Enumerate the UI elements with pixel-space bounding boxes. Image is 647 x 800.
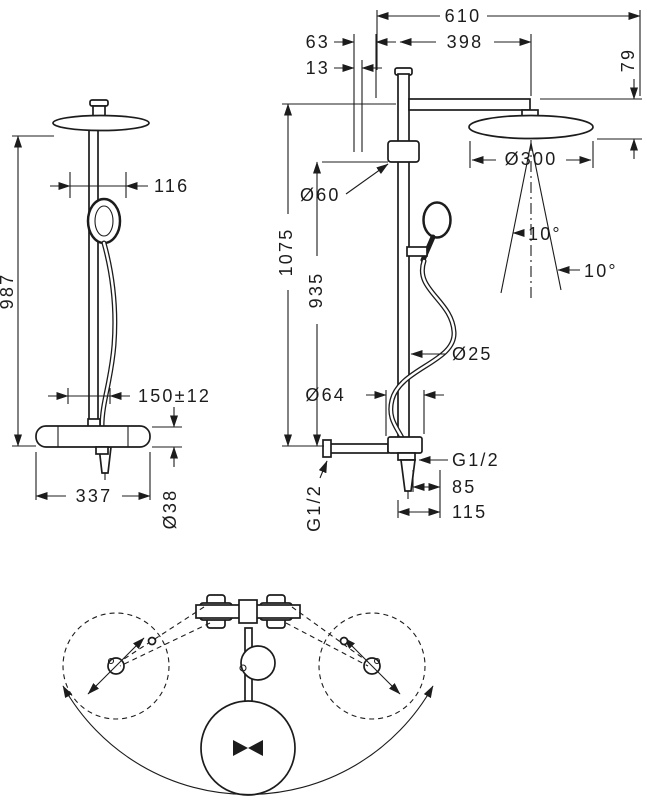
dim-valve-diameter-label: Ø38 — [160, 489, 180, 530]
side-view: 116 987 150±12 337 Ø38 — [0, 99, 211, 529]
top-view — [62, 594, 434, 796]
top-riser-and-head — [200, 627, 296, 796]
dim-lower-escutcheon-label: Ø64 — [305, 385, 346, 405]
dim-head-diameter-label: Ø300 — [505, 149, 558, 169]
dim-arm-reach-label: 398 — [447, 32, 484, 52]
dim-upper-escutcheon-label: Ø60 — [300, 185, 341, 205]
front-dim-outlet-thread: G1/2 — [418, 450, 500, 470]
side-dim-valve-width: 337 — [35, 452, 151, 506]
side-thermostat-valve — [35, 418, 151, 455]
front-view: 610 63 13 398 79 — [276, 6, 642, 532]
side-hand-shower — [86, 197, 122, 245]
front-hand-shower — [406, 201, 452, 263]
dim-hose-clearance-label: 150±12 — [138, 386, 211, 406]
dim-inlet-thread-label: G1/2 — [304, 484, 324, 532]
top-rotation-arc — [62, 685, 434, 796]
front-dim-head-diameter: Ø300 — [469, 141, 594, 169]
dim-swivel-left-label: 10° — [528, 224, 562, 244]
dim-head-drop-label: 79 — [618, 48, 638, 72]
front-dim-overall-height: 1075 — [276, 103, 396, 447]
side-overhead-shower — [52, 114, 150, 132]
front-dim-head-drop: 79 — [540, 48, 642, 159]
dim-swivel-right-label: 10° — [584, 261, 618, 281]
front-wall-bracket — [387, 140, 420, 163]
top-swivel-range-right — [285, 606, 426, 720]
side-dim-valve-diameter: Ø38 — [152, 407, 182, 529]
front-swivel-angles: 10° 10° — [500, 140, 618, 298]
front-dim-lower-escutcheon: Ø64 — [305, 385, 444, 436]
front-dim-arm-reach: 398 — [399, 32, 532, 96]
side-riser-pipe — [88, 99, 109, 429]
dim-outlet-reach-label: 115 — [452, 502, 487, 522]
top-swivel-range-left — [62, 606, 211, 720]
dim-bracket-offset-label: 13 — [306, 58, 330, 78]
dim-valve-width-label: 337 — [76, 486, 113, 506]
front-bottom-connection — [322, 436, 423, 499]
top-thermostat — [195, 594, 301, 629]
dim-outlet-thread-label: G1/2 — [452, 450, 500, 470]
dim-outlet-offset-label: 85 — [452, 477, 476, 497]
front-dim-pipe-diameter: Ø25 — [410, 344, 493, 364]
dim-total-height-label: 987 — [0, 273, 17, 310]
dim-pipe-diameter-label: Ø25 — [452, 344, 493, 364]
front-dim-outlet-reach: 115 — [397, 500, 487, 522]
front-dim-inlet-thread: G1/2 — [304, 460, 328, 532]
front-dim-bracket-offset: 13 — [306, 58, 382, 152]
front-dim-wall-to-pipe: 63 — [306, 32, 396, 152]
front-shower-arm — [408, 98, 539, 118]
side-dim-total-height: 987 — [0, 135, 54, 447]
dim-overall-width-label: 610 — [445, 6, 482, 26]
side-dim-head-offset: 116 — [50, 172, 189, 198]
side-dim-hose-clearance: 150±12 — [48, 386, 211, 406]
front-dim-riser-height: 935 — [306, 161, 388, 447]
front-dim-overall-width: 610 — [376, 6, 641, 96]
dim-wall-to-pipe-label: 63 — [306, 32, 330, 52]
dim-riser-height-label: 935 — [306, 272, 326, 309]
front-dim-upper-escutcheon: Ø60 — [300, 163, 389, 205]
front-shower-hose — [388, 258, 457, 453]
dim-head-offset-label: 116 — [154, 176, 189, 196]
dim-overall-height-label: 1075 — [276, 228, 296, 277]
front-overhead-shower — [468, 114, 594, 140]
front-dim-outlet-offset: 85 — [412, 470, 476, 518]
